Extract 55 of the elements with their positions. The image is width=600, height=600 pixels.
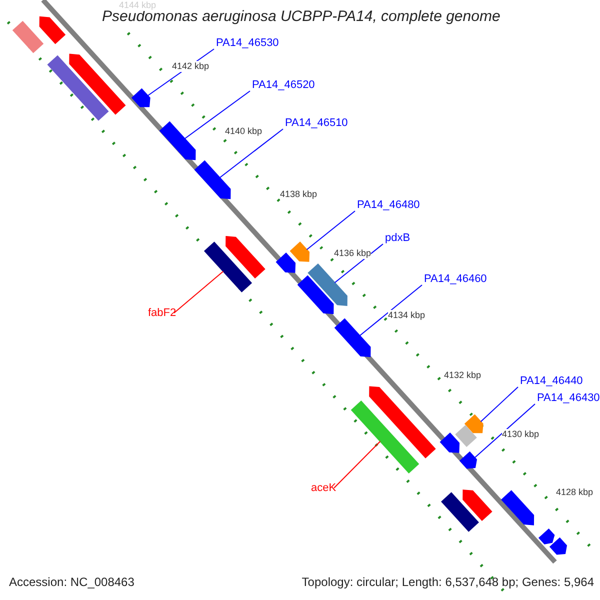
gene-block [194, 160, 231, 200]
gene-block [297, 275, 334, 314]
leader-line [219, 128, 284, 178]
scale-label: 4142 kbp [172, 61, 210, 72]
leader-line [184, 90, 250, 140]
gene-block [204, 242, 252, 292]
leader-line [359, 284, 422, 336]
footer-text: Accession: NC_008463 [9, 575, 134, 590]
gene-label: PA14_46430 [537, 392, 600, 406]
gene-block [440, 432, 460, 453]
leader-line [306, 210, 356, 250]
gene-block [549, 537, 568, 555]
gene-label: aceK [311, 482, 336, 496]
gene-block [334, 318, 371, 358]
gene-label: PA14_46440 [520, 375, 583, 388]
leader-line [334, 440, 381, 488]
scale-label: 4136 kbp [334, 248, 372, 259]
gene-block [462, 490, 492, 522]
gene-block [350, 400, 420, 474]
gene-block [501, 490, 534, 526]
scale-label: 4138 kbp [280, 189, 318, 200]
footer-text: Topology: circular; Length: 6,537,648 bp; Genes: 5,964 [302, 575, 594, 590]
leader-line [480, 386, 518, 422]
leader-line [474, 404, 536, 458]
scale-label: 4132 kbp [444, 370, 482, 381]
gene-block [459, 451, 478, 469]
gene-label: PA14_46530 [216, 37, 279, 50]
gene-label: PA14_46480 [357, 199, 420, 212]
leader-line [174, 270, 224, 314]
gene-label: PA14_46520 [252, 79, 315, 92]
gene-block [159, 121, 196, 160]
gene-block [69, 54, 126, 115]
gene-block [39, 16, 66, 44]
gene-label: PA14_46460 [424, 273, 487, 286]
gene-block [441, 492, 479, 532]
scale-label: 4130 kbp [502, 429, 540, 440]
gene-block [12, 20, 44, 54]
scale-label: 4128 kbp [556, 487, 594, 498]
gene-block [455, 425, 477, 447]
gene-block [226, 236, 266, 279]
scale-label: 4140 kbp [225, 126, 262, 137]
scale-label: 4134 kbp [388, 310, 426, 321]
gene-block [131, 88, 150, 108]
title: Pseudomonas aeruginosa UCBPP-PA14, complete genome [102, 8, 500, 26]
gene-block [369, 386, 436, 458]
gene-block [464, 414, 484, 434]
gene-block [276, 252, 296, 273]
gene-label: PA14_46510 [285, 117, 348, 130]
gene-block [290, 242, 310, 262]
gene-label: pdxB [385, 232, 410, 246]
leader-line [334, 244, 384, 284]
gene-block [308, 263, 348, 306]
gene-block [538, 528, 555, 544]
gene-block [47, 55, 109, 121]
gene-label: fabF2 [148, 307, 176, 320]
